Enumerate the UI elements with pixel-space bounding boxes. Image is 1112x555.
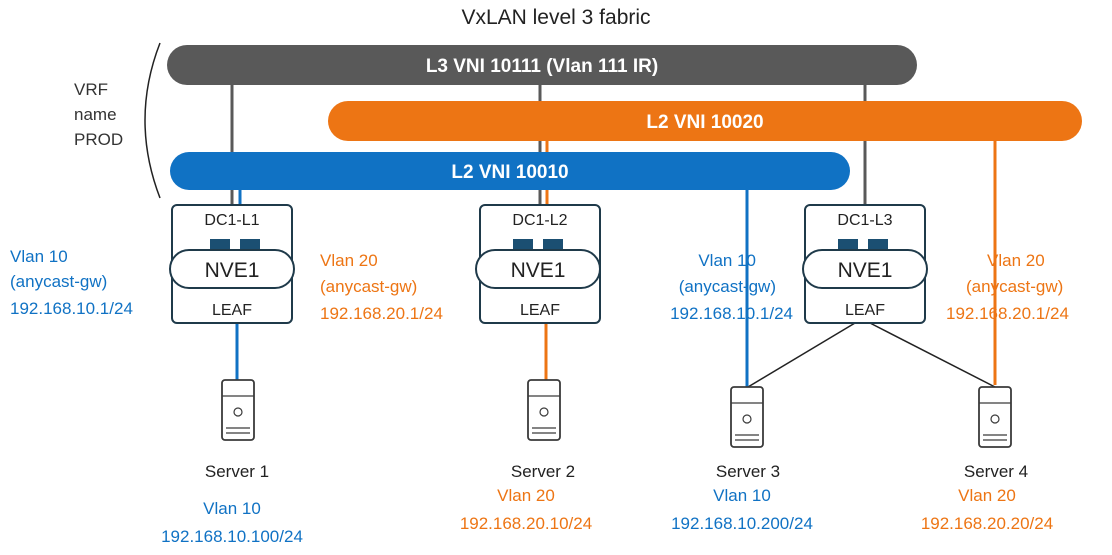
gw-anycast: (anycast-gw) bbox=[966, 277, 1063, 296]
l3-vni-bar bbox=[167, 45, 917, 85]
server2-addressing: Vlan 20 192.168.20.10/24 bbox=[460, 486, 592, 533]
gateway-label-leaf1-vlan10: Vlan 10 (anycast-gw) 192.168.10.1/24 bbox=[10, 247, 133, 318]
server-ip: 192.168.20.20/24 bbox=[921, 514, 1053, 533]
server-icon bbox=[978, 386, 1012, 448]
server-vlan: Vlan 20 bbox=[958, 486, 1016, 505]
nve-label: NVE1 bbox=[511, 259, 566, 282]
port-icon bbox=[240, 239, 260, 250]
leaf-role: LEAF bbox=[212, 302, 252, 319]
server-icon bbox=[527, 379, 561, 441]
port-icon bbox=[513, 239, 533, 250]
diagram-title: VxLAN level 3 fabric bbox=[461, 6, 650, 29]
l3-vni-bus: L3 VNI 10111 (Vlan 111 IR) bbox=[167, 45, 917, 85]
link-leaf3-server4 bbox=[869, 322, 996, 388]
gateway-label-leaf3-vlan20: Vlan 20 (anycast-gw) 192.168.20.1/24 bbox=[946, 251, 1069, 323]
server-4[interactable]: Server 4 bbox=[964, 386, 1028, 481]
server-ip: 192.168.10.100/24 bbox=[161, 527, 303, 546]
port-icon bbox=[838, 239, 858, 250]
nve-label: NVE1 bbox=[205, 259, 260, 282]
leaf-name: DC1-L2 bbox=[512, 212, 567, 229]
gw-ip: 192.168.10.1/24 bbox=[10, 299, 133, 318]
vrf-label-line1: VRF bbox=[74, 80, 108, 99]
gw-vlan: Vlan 20 bbox=[987, 251, 1045, 270]
l2-vni-10020-bar bbox=[328, 101, 1082, 141]
vrf-label-line3: PROD bbox=[74, 130, 123, 149]
server-vlan: Vlan 10 bbox=[203, 499, 261, 518]
l2-vni-10010-label: L2 VNI 10010 bbox=[451, 162, 568, 183]
nve-pill bbox=[802, 249, 928, 289]
server-vlan: Vlan 20 bbox=[497, 486, 555, 505]
server-icon bbox=[730, 386, 764, 448]
server-2[interactable]: Server 2 bbox=[511, 379, 575, 481]
server-ip: 192.168.20.10/24 bbox=[460, 514, 592, 533]
server-icon bbox=[221, 379, 255, 441]
nve-pill bbox=[169, 249, 295, 289]
server-3[interactable]: Server 3 bbox=[716, 386, 780, 481]
nve-pill bbox=[475, 249, 601, 289]
gw-ip: 192.168.20.1/24 bbox=[946, 304, 1069, 323]
server4-addressing: Vlan 20 192.168.20.20/24 bbox=[921, 486, 1053, 533]
gateway-label-leaf3-vlan10: Vlan 10 (anycast-gw) 192.168.10.1/24 bbox=[670, 251, 793, 323]
leaf-role: LEAF bbox=[845, 302, 885, 319]
l2-vni-10020-bus: L2 VNI 10020 bbox=[328, 101, 1082, 141]
l2-vni-10010-bus: L2 VNI 10010 bbox=[170, 152, 850, 190]
server3-addressing: Vlan 10 192.168.10.200/24 bbox=[671, 486, 813, 533]
server-name: Server 2 bbox=[511, 462, 575, 481]
gw-vlan: Vlan 10 bbox=[698, 251, 756, 270]
leaf-switch-dc1-l1[interactable]: DC1-L1 NVE1 LEAF bbox=[169, 204, 295, 324]
gw-anycast: (anycast-gw) bbox=[320, 277, 417, 296]
l2-vni-10010-bar bbox=[170, 152, 850, 190]
server-name: Server 3 bbox=[716, 462, 780, 481]
server-ip: 192.168.10.200/24 bbox=[671, 514, 813, 533]
leaf-switch-dc1-l3[interactable]: DC1-L3 NVE1 LEAF bbox=[802, 204, 928, 324]
leaf-switch-dc1-l2[interactable]: DC1-L2 NVE1 LEAF bbox=[475, 204, 601, 324]
gw-anycast: (anycast-gw) bbox=[10, 272, 107, 291]
port-icon bbox=[543, 239, 563, 250]
vrf-bracket bbox=[144, 42, 161, 199]
gw-vlan: Vlan 10 bbox=[10, 247, 68, 266]
leaf-role: LEAF bbox=[520, 302, 560, 319]
l3-vni-label: L3 VNI 10111 (Vlan 111 IR) bbox=[426, 56, 658, 77]
gateway-label-leaf2-vlan20: Vlan 20 (anycast-gw) 192.168.20.1/24 bbox=[320, 251, 443, 323]
gw-anycast: (anycast-gw) bbox=[679, 277, 776, 296]
l2-vni-10020-label: L2 VNI 10020 bbox=[646, 112, 763, 133]
server-1[interactable]: Server 1 bbox=[205, 379, 269, 481]
gw-vlan: Vlan 20 bbox=[320, 251, 378, 270]
gw-ip: 192.168.10.1/24 bbox=[670, 304, 793, 323]
leaf-name: DC1-L3 bbox=[837, 212, 892, 229]
server-name: Server 1 bbox=[205, 462, 269, 481]
port-icon bbox=[868, 239, 888, 250]
nve-label: NVE1 bbox=[838, 259, 893, 282]
link-leaf3-server3 bbox=[747, 322, 856, 388]
port-icon bbox=[210, 239, 230, 250]
server-name: Server 4 bbox=[964, 462, 1028, 481]
leaf-name: DC1-L1 bbox=[204, 212, 259, 229]
gw-ip: 192.168.20.1/24 bbox=[320, 304, 443, 323]
vrf-label-line2: name bbox=[74, 105, 117, 124]
server-vlan: Vlan 10 bbox=[713, 486, 771, 505]
server1-addressing: Vlan 10 192.168.10.100/24 bbox=[161, 499, 303, 546]
